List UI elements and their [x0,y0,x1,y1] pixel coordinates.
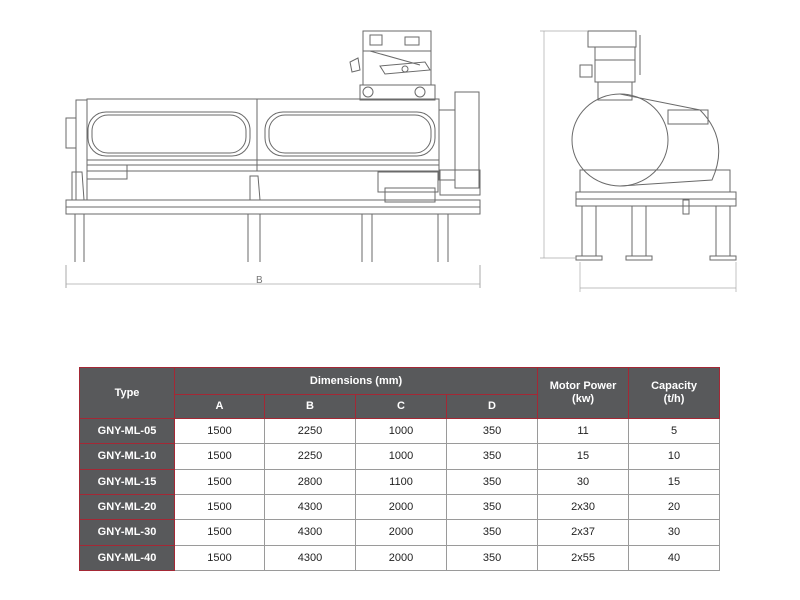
b-cell: 4300 [264,544,356,572]
table-row: GNY-ML-10 1500 2250 1000 350 15 10 [79,443,721,470]
type-cell: GNY-ML-40 [79,544,175,572]
side-view [540,30,737,292]
header-capacity: Capacity (t/h) [628,367,721,419]
header-d: D [445,394,539,419]
d-cell: 350 [445,544,539,572]
a-cell: 1500 [174,417,265,445]
motor-cell: 11 [537,417,630,445]
capacity-cell: 40 [628,544,721,572]
a-cell: 1500 [174,468,265,495]
c-cell: 1100 [355,468,447,495]
motor-cell: 2x55 [537,544,630,572]
c-cell: 1000 [355,443,447,470]
d-cell: 350 [445,468,539,495]
d-cell: 350 [445,417,539,445]
c-cell: 1000 [355,417,447,445]
table-row: GNY-ML-30 1500 4300 2000 350 2x37 30 [79,519,721,546]
b-cell: 2250 [264,443,356,470]
motor-cell: 2x30 [537,493,630,521]
capacity-cell: 5 [628,417,721,445]
b-cell: 2800 [264,468,356,495]
b-cell: 4300 [264,519,356,546]
table-row: GNY-ML-05 1500 2250 1000 350 11 5 [79,417,721,445]
d-cell: 350 [445,443,539,470]
header-b: B [264,394,356,419]
type-cell: GNY-ML-05 [79,417,175,445]
d-cell: 350 [445,519,539,546]
c-cell: 2000 [355,519,447,546]
type-cell: GNY-ML-15 [79,468,175,495]
header-a: A [174,394,265,419]
a-cell: 1500 [174,493,265,521]
table-row: GNY-ML-40 1500 4300 2000 350 2x55 40 [79,544,721,572]
b-cell: 4300 [264,493,356,521]
motor-cell: 30 [537,468,630,495]
header-type: Type [79,367,175,419]
header-c: C [355,394,447,419]
motor-cell: 2x37 [537,519,630,546]
table-row: GNY-ML-15 1500 2800 1100 350 30 15 [79,468,721,495]
dimension-b-label: B [256,275,263,286]
type-cell: GNY-ML-30 [79,519,175,546]
c-cell: 2000 [355,544,447,572]
front-view [65,30,481,288]
a-cell: 1500 [174,519,265,546]
a-cell: 1500 [174,544,265,572]
capacity-cell: 10 [628,443,721,470]
type-cell: GNY-ML-20 [79,493,175,521]
motor-cell: 15 [537,443,630,470]
c-cell: 2000 [355,493,447,521]
capacity-cell: 30 [628,519,721,546]
capacity-cell: 20 [628,493,721,521]
capacity-cell: 15 [628,468,721,495]
machine-drawing: B [65,30,737,292]
type-cell: GNY-ML-10 [79,443,175,470]
d-cell: 350 [445,493,539,521]
spec-table: Type Dimensions (mm) Motor Power (kw) Ca… [79,367,721,572]
b-cell: 2250 [264,417,356,445]
a-cell: 1500 [174,443,265,470]
header-dimensions: Dimensions (mm) [173,367,539,395]
header-motor-power: Motor Power (kw) [537,367,630,419]
table-row: GNY-ML-20 1500 4300 2000 350 2x30 20 [79,493,721,521]
